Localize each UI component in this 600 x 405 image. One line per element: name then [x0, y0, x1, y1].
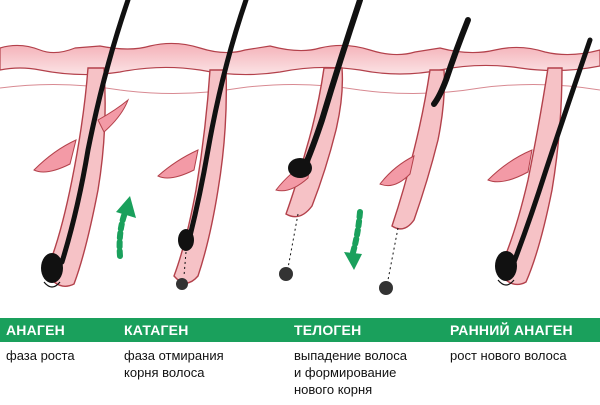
phase-name-telogen: ТЕЛОГЕН	[294, 322, 362, 338]
phase-desc-anagen: фаза роста	[6, 347, 75, 364]
hair-shaft-anagen	[59, 0, 131, 265]
phase-desc-line: нового корня	[294, 382, 373, 397]
hair-shaft-catagen	[187, 0, 249, 239]
phase-desc-line: и формирование	[294, 365, 397, 380]
follicle-telogen	[275, 0, 363, 281]
phase-name-catagen: КАТАГЕН	[124, 322, 189, 338]
phase-desc-line: фаза отмирания	[124, 348, 224, 363]
hair-bulb-anagen	[41, 253, 63, 283]
phase-label-bar	[0, 318, 600, 342]
phase-desc-line: выпадение волоса	[294, 348, 408, 363]
phase-desc-line: фаза роста	[6, 348, 75, 363]
hair-shaft-telogen	[301, 0, 363, 171]
phase-desc-line: рост нового волоса	[450, 348, 567, 363]
up-arrow-icon	[116, 196, 136, 259]
hair-bulb-catagen	[178, 229, 194, 251]
phase-desc-catagen: фаза отмирания корня волоса	[124, 347, 224, 381]
down-arrow-icon	[344, 209, 363, 270]
hair-shaft-early-anagen	[511, 37, 593, 265]
follicle-early-anagen	[487, 37, 593, 286]
phase-desc-line: корня волоса	[124, 365, 205, 380]
hair-cycle-illustration	[0, 0, 600, 295]
phase-desc-telogen: выпадение волоса и формирование нового к…	[294, 347, 407, 398]
skin-layer-line	[0, 83, 600, 95]
hair-shaft-shedding	[431, 17, 471, 107]
follicle-anagen	[33, 0, 131, 288]
follicle-telogen-shedding	[379, 17, 471, 295]
phase-name-early-anagen: РАННИЙ АНАГЕН	[450, 322, 573, 338]
phase-desc-early-anagen: рост нового волоса	[450, 347, 567, 364]
phase-name-anagen: АНАГЕН	[6, 322, 65, 338]
follicle-catagen	[157, 0, 249, 290]
